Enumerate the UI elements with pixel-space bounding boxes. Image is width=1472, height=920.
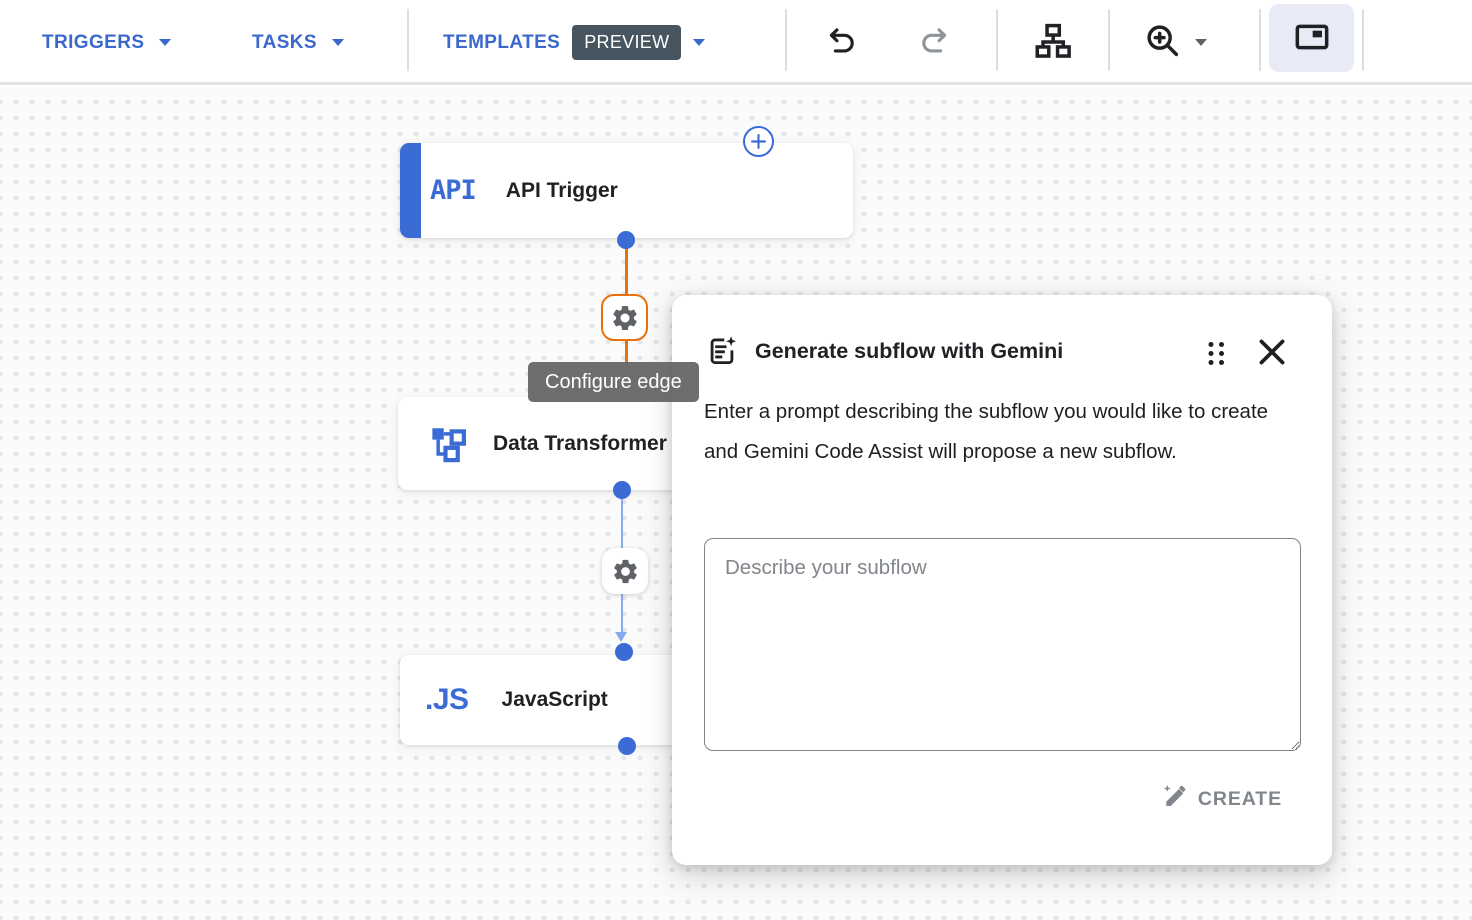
gear-icon <box>612 305 637 330</box>
node-label: API Trigger <box>505 178 618 202</box>
triggers-menu-button[interactable]: TRIGGERS <box>42 0 172 85</box>
configure-edge-button[interactable] <box>602 548 648 594</box>
create-button-label: CREATE <box>1197 787 1282 810</box>
edge-selected[interactable] <box>625 341 628 365</box>
close-dialog-button[interactable] <box>1256 336 1288 368</box>
data-transformer-icon <box>428 423 470 465</box>
toggle-minimap-button[interactable] <box>1269 4 1354 72</box>
tasks-menu-label: TASKS <box>252 31 317 53</box>
api-trigger-icon: API <box>430 175 477 206</box>
connection-port[interactable] <box>615 643 633 661</box>
chevron-down-icon <box>331 39 344 46</box>
connection-port[interactable] <box>618 737 636 755</box>
dialog-description: Enter a prompt describing the subflow yo… <box>704 400 1269 463</box>
edge-default[interactable] <box>621 594 623 634</box>
edge-tooltip-label: Configure edge <box>545 370 682 393</box>
layout-tree-icon <box>1032 20 1074 65</box>
close-icon <box>1259 339 1285 365</box>
tasks-menu-button[interactable]: TASKS <box>252 0 344 85</box>
redo-icon <box>916 23 952 62</box>
magic-pen-icon <box>1160 782 1188 816</box>
node-label: JavaScript <box>501 688 608 711</box>
redo-button[interactable] <box>916 0 952 85</box>
toolbar-divider <box>1362 9 1364 71</box>
edge-tooltip: Configure edge <box>528 362 699 402</box>
toolbar-divider <box>1259 9 1261 71</box>
subflow-prompt-input[interactable] <box>704 538 1301 751</box>
configure-edge-button[interactable] <box>601 294 648 341</box>
toolbar-divider <box>407 9 409 71</box>
generate-note-sparkle-icon <box>705 334 739 373</box>
add-node-button[interactable] <box>743 126 774 157</box>
trigger-accent-bar <box>400 143 421 238</box>
chevron-down-icon <box>1195 39 1207 46</box>
edge-selected[interactable] <box>625 240 628 295</box>
toolbar-divider <box>996 9 998 71</box>
triggers-menu-label: TRIGGERS <box>42 31 145 53</box>
templates-menu-label: TEMPLATES <box>443 31 561 53</box>
undo-button[interactable] <box>824 0 860 85</box>
connection-port[interactable] <box>613 481 631 499</box>
picture-in-picture-icon <box>1292 17 1332 60</box>
templates-menu-button[interactable]: TEMPLATES PREVIEW <box>443 0 706 85</box>
dialog-title: Generate subflow with Gemini <box>755 339 1064 363</box>
connection-port[interactable] <box>617 231 635 249</box>
gear-icon <box>613 559 637 583</box>
preview-badge: PREVIEW <box>572 25 682 60</box>
gemini-subflow-dialog: Generate subflow with Gemini Enter a pro… <box>672 295 1332 865</box>
editor-toolbar: TRIGGERS TASKS TEMPLATES PREVIEW <box>0 0 1472 85</box>
workflow-canvas[interactable]: API API Trigger Configure edge Data Tran… <box>0 88 1472 920</box>
javascript-icon: .JS <box>425 683 469 716</box>
zoom-in-icon <box>1143 21 1183 64</box>
chevron-down-icon <box>159 39 172 46</box>
auto-layout-button[interactable] <box>1032 0 1074 85</box>
toolbar-divider <box>1108 9 1110 71</box>
edge-default[interactable] <box>621 490 623 548</box>
zoom-menu-button[interactable] <box>1143 0 1207 85</box>
node-label: Data Transformer <box>493 431 667 455</box>
drag-handle-icon[interactable] <box>1206 340 1227 370</box>
chevron-down-icon <box>693 39 706 46</box>
create-subflow-button[interactable]: CREATE <box>1160 782 1282 816</box>
toolbar-divider <box>785 9 787 71</box>
undo-icon <box>824 23 860 62</box>
edge-arrowhead-icon <box>615 632 627 642</box>
node-api-trigger[interactable]: API API Trigger <box>400 143 853 238</box>
